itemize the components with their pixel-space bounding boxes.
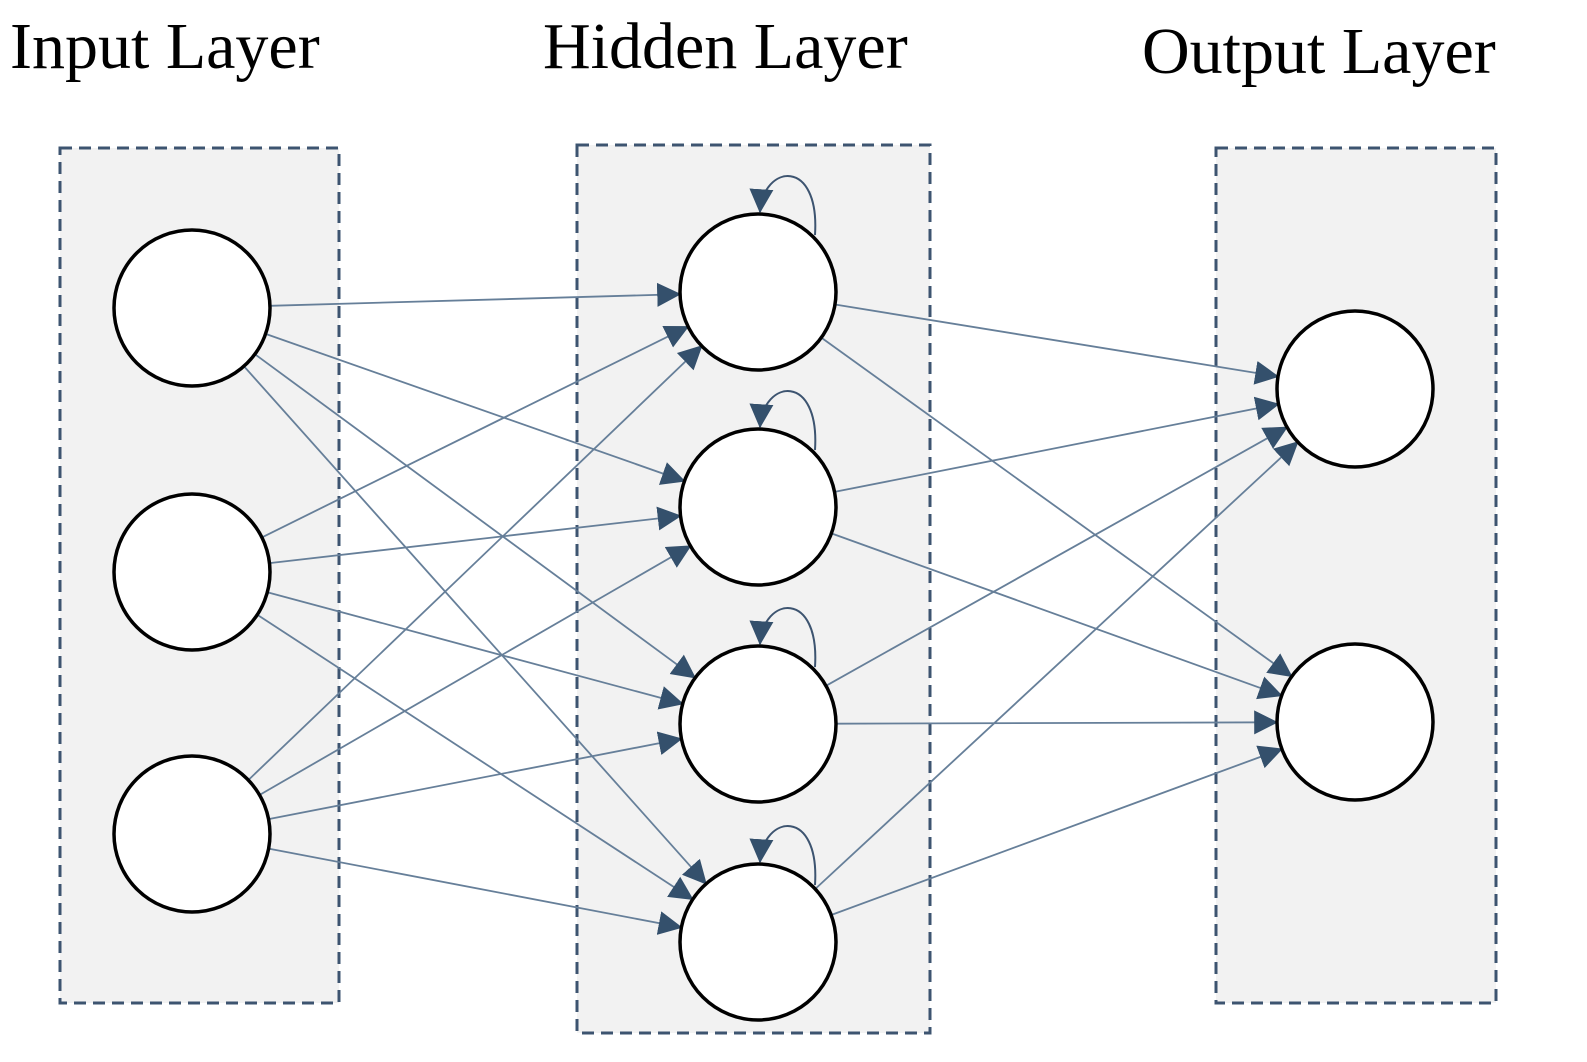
connection-hidden-3-to-output-2 [835, 710, 1279, 735]
connection-hidden-2-to-output-1 [834, 396, 1280, 493]
connection-input-3-to-hidden-3 [268, 731, 683, 820]
hidden-neuron-2 [678, 427, 838, 587]
connection-input-3-to-hidden-2 [259, 545, 692, 796]
input-neuron-3 [112, 754, 272, 914]
connection-hidden-4-to-output-1 [814, 441, 1299, 890]
connections [243, 282, 1299, 935]
connection-hidden-4-to-output-2 [830, 745, 1283, 916]
connection-input-1-to-hidden-3 [254, 353, 697, 679]
connection-input-3-to-hidden-1 [247, 345, 703, 781]
connection-hidden-1-to-output-2 [820, 336, 1293, 678]
output-layer-box [1214, 146, 1498, 1005]
connection-input-2-to-hidden-2 [269, 506, 682, 564]
input-layer-title: Input Layer [10, 10, 320, 83]
input-neuron-2 [112, 492, 272, 652]
connection-input-3-to-hidden-4 [268, 847, 683, 935]
self-loop-hidden-4 [749, 825, 817, 886]
hidden-layer-title: Hidden Layer [543, 10, 908, 83]
hidden-neuron-3 [678, 644, 838, 804]
recurrent-loops [749, 175, 817, 886]
output-layer-title: Output Layer [1142, 15, 1496, 88]
neurons [112, 212, 1435, 1022]
hidden-neuron-4 [678, 862, 838, 1022]
connection-input-1-to-hidden-1 [269, 282, 682, 307]
connection-input-1-to-hidden-4 [243, 365, 707, 885]
connection-hidden-3-to-output-1 [825, 426, 1289, 687]
connection-input-2-to-hidden-3 [267, 591, 684, 710]
output-neuron-1 [1275, 309, 1435, 469]
connection-input-2-to-hidden-4 [256, 613, 694, 901]
connection-input-2-to-hidden-1 [261, 325, 690, 539]
connection-hidden-1-to-output-1 [834, 303, 1280, 385]
output-neuron-2 [1275, 642, 1435, 802]
self-loop-hidden-2 [749, 390, 817, 451]
connection-input-1-to-hidden-2 [265, 333, 686, 485]
connection-hidden-2-to-output-2 [831, 532, 1283, 700]
self-loop-hidden-3 [749, 607, 817, 668]
hidden-neuron-1 [678, 212, 838, 372]
self-loop-hidden-1 [749, 175, 817, 236]
input-neuron-1 [112, 228, 272, 388]
